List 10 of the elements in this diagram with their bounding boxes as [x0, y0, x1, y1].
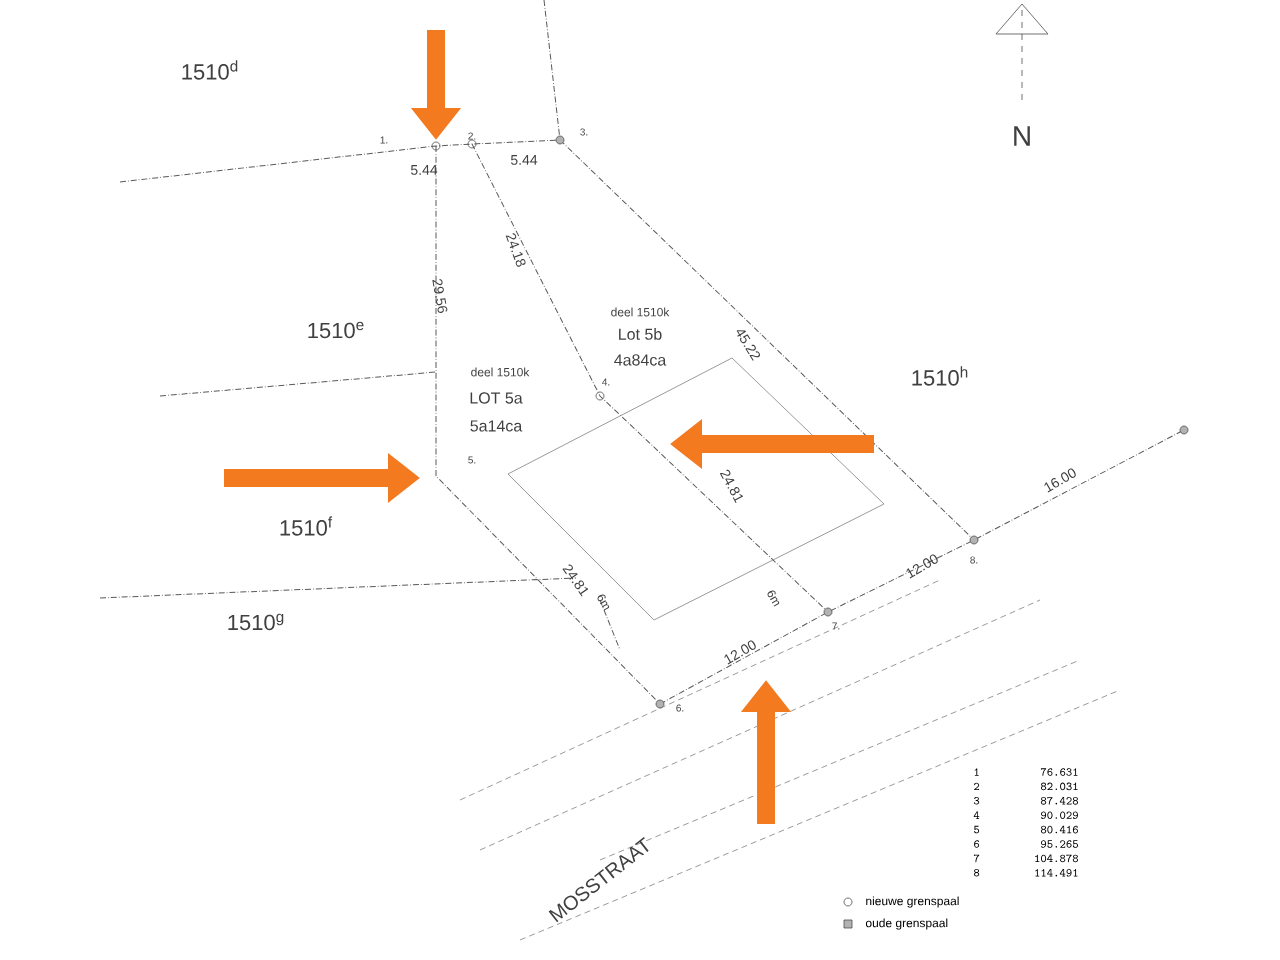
lot-area: 4a84ca [614, 354, 667, 366]
lot-name: Lot 5b [619, 328, 662, 340]
parcel-number: 1510$^{g}$ [228, 613, 284, 631]
lot-area: 5a14ca [470, 420, 523, 432]
parcel-number: 1510$^{d}$ [182, 60, 238, 80]
parcel-number: 1510$^{h}$ [912, 366, 968, 386]
parcel-number: 1510$^{f}$ [280, 516, 333, 536]
lot-name: LOT 5a [470, 392, 523, 404]
parcel-number: 1510$^{e}$ [308, 321, 364, 339]
north-label: N [1014, 126, 1030, 146]
